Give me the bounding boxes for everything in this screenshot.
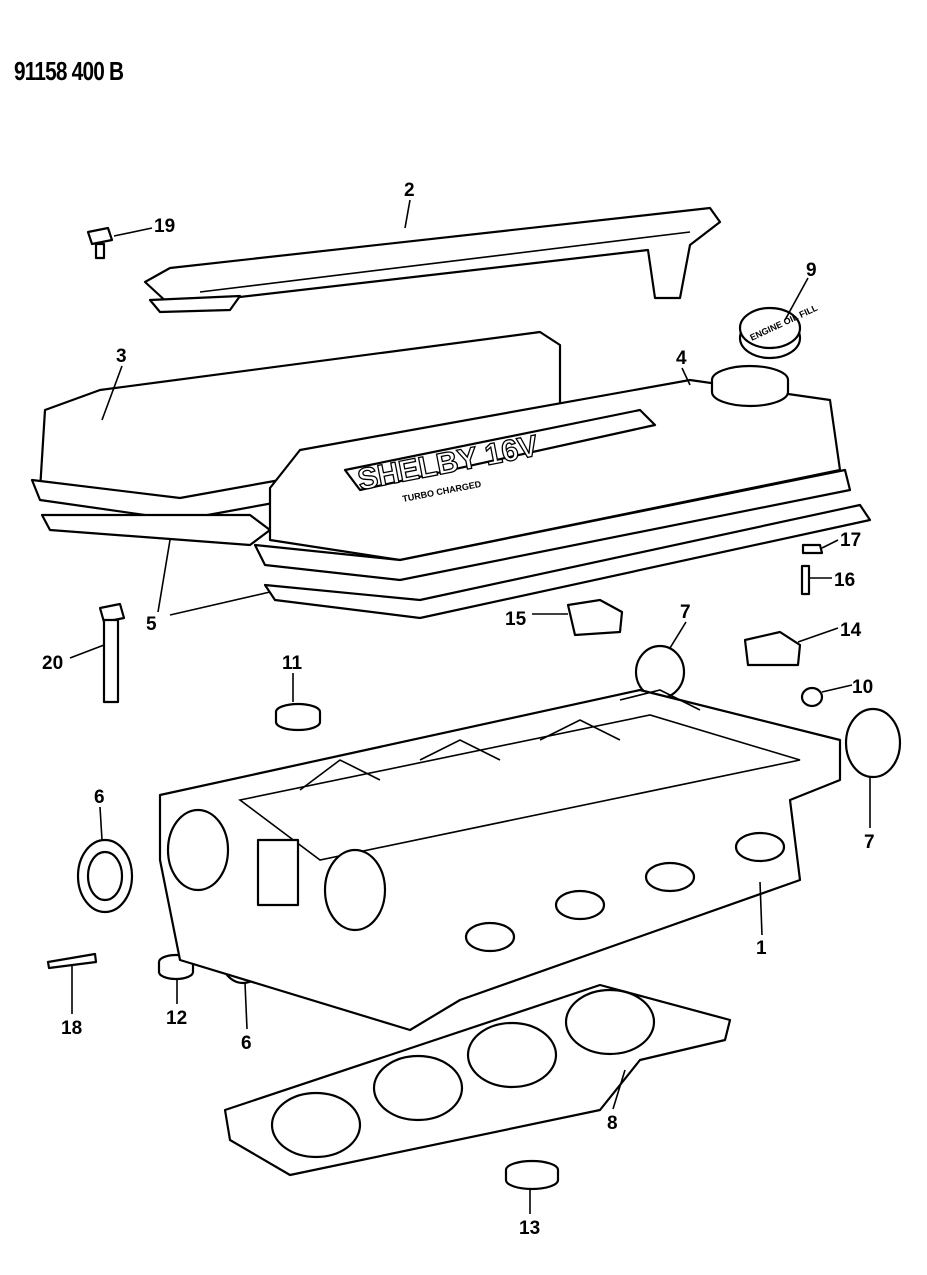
callout-3: 3 [116, 346, 127, 367]
callout-1: 1 [756, 938, 767, 959]
callout-11: 11 [282, 653, 303, 674]
callout-16: 16 [834, 570, 855, 591]
callout-10: 10 [852, 677, 873, 698]
callout-6b: 6 [241, 1033, 252, 1054]
part-13-plug [504, 1159, 560, 1191]
part-17-nut [801, 543, 824, 555]
callout-2: 2 [404, 180, 415, 201]
part-10-plug [800, 686, 824, 708]
callout-9: 9 [806, 260, 817, 281]
part-16-stud [800, 564, 811, 596]
callout-19: 19 [154, 216, 175, 237]
part-11-plug [274, 702, 322, 732]
callout-15: 15 [505, 609, 527, 630]
part-7-plug-b [844, 707, 902, 779]
callout-7b: 7 [864, 832, 875, 853]
leader-lines [69, 199, 871, 1214]
part-20-bolt [98, 602, 126, 704]
callout-17: 17 [840, 530, 861, 551]
callout-8: 8 [607, 1113, 618, 1134]
callout-5: 5 [146, 614, 157, 635]
callout-6: 6 [94, 787, 105, 808]
callout-14: 14 [840, 620, 862, 641]
part-9-oil-fill-cap: ENGINE OIL FILL [738, 302, 820, 360]
callout-12: 12 [166, 1008, 187, 1029]
callout-7: 7 [680, 602, 691, 623]
part-1-cylinder-head [158, 688, 842, 1032]
part-18-stud [46, 952, 98, 970]
part-3-valve-cover [30, 330, 562, 547]
part-12-plug [157, 953, 195, 981]
callout-18: 18 [61, 1018, 82, 1039]
part-19-bolt [86, 226, 114, 260]
part-14-cap [743, 630, 802, 667]
part-15-cap [566, 598, 624, 637]
part-2-cover-trim [143, 206, 722, 314]
part-4-valve-cover: SHELBY 16V TURBO CHARGED [253, 364, 872, 620]
part-8-head-gasket [223, 983, 732, 1177]
part-6-seal [76, 838, 134, 914]
callout-13: 13 [519, 1218, 540, 1239]
diagram-reference-number: 91158 400 B [14, 56, 124, 86]
callout-4: 4 [676, 348, 687, 369]
callout-20: 20 [42, 653, 63, 674]
